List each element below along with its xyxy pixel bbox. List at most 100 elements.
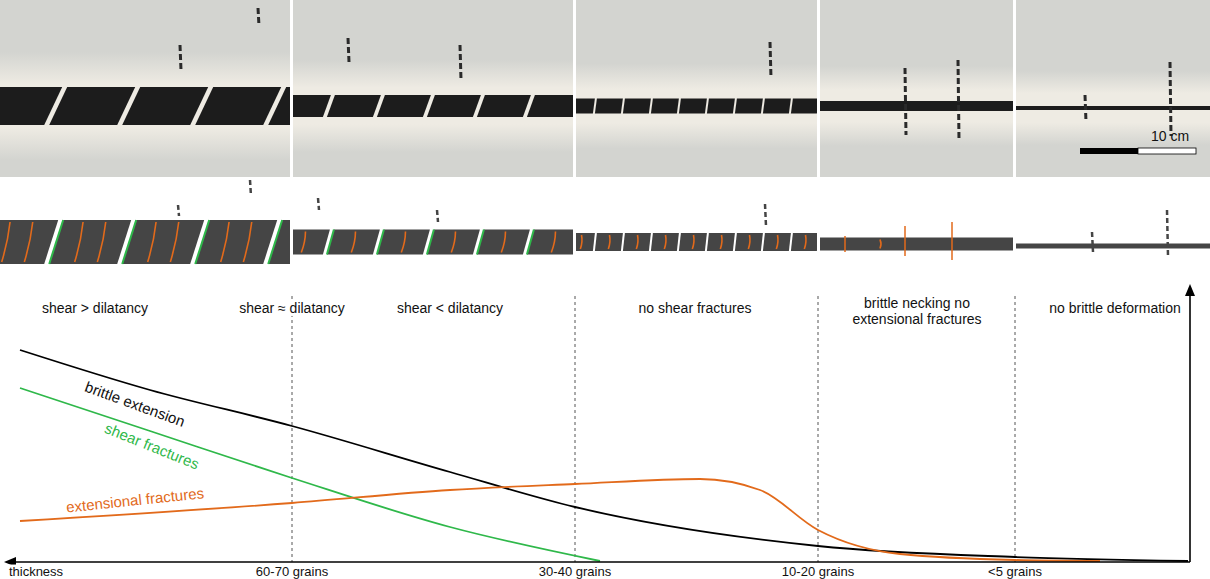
boudin-block [763, 233, 791, 251]
boudin-block [576, 99, 595, 114]
boudin-block [49, 87, 135, 125]
boudin-block [122, 220, 204, 264]
extensional-fracture [243, 222, 251, 262]
boudin-block [527, 95, 573, 117]
boudin-block [195, 220, 277, 264]
boudin-block [623, 233, 651, 251]
shear-fracture [195, 220, 209, 264]
boudin-block [651, 233, 679, 251]
extensional-fracture [221, 222, 229, 262]
vein [258, 8, 259, 26]
boudin-block [735, 233, 763, 251]
regime-label: shear > dilatancy [39, 300, 151, 316]
boudin-block [791, 99, 817, 114]
rock-ground [293, 0, 573, 177]
boudin-block [293, 95, 331, 117]
extensional-fracture-curve [20, 479, 1100, 561]
boudin-block [595, 233, 623, 251]
x-axis [12, 561, 1190, 563]
boudin-block [707, 233, 735, 251]
boudin-block [820, 238, 1013, 251]
vein [765, 204, 766, 226]
vein [1092, 232, 1093, 252]
rock-ground [576, 0, 817, 177]
tick-label: 10-20 grains [779, 565, 857, 579]
boudin-block [679, 233, 707, 251]
rock-ground [1016, 0, 1210, 177]
extensional-fracture [664, 235, 666, 249]
extensional-fracture [804, 235, 806, 249]
tick-label: <5 grains [985, 565, 1045, 579]
photo-panel [576, 0, 817, 177]
scale-bar [1138, 148, 1196, 154]
vein [460, 45, 461, 80]
regime-divider [292, 296, 293, 562]
extensional-fracture [24, 222, 32, 262]
extensional-fracture [170, 222, 178, 262]
extensional-fracture [148, 222, 156, 262]
extensional-fracture [880, 240, 881, 249]
vein [770, 42, 771, 78]
vein [905, 68, 906, 135]
boudin-block [122, 87, 208, 125]
shear-fracture [49, 220, 63, 264]
traced-panel [576, 233, 817, 251]
extensional-fracture [608, 235, 610, 249]
shear-fracture [477, 230, 484, 255]
boudin-block [527, 230, 573, 255]
regime-label: shear < dilatancy [394, 300, 506, 316]
extensional-fracture [501, 232, 505, 253]
traced-panel [1016, 244, 1210, 249]
vein [178, 205, 179, 216]
extensional-fracture [636, 235, 638, 249]
extensional-fracture [75, 222, 83, 262]
boudin-block [327, 95, 381, 117]
tick-label: 30-40 grains [536, 565, 614, 579]
boudin-block [763, 99, 791, 114]
boudin-block [735, 99, 763, 114]
scale-label: 10 cm [1148, 128, 1192, 144]
curve-label: shear fractures [100, 418, 205, 474]
vein [180, 45, 181, 70]
vein [250, 180, 251, 196]
regime-label: shear ≈ dilatancy [236, 300, 348, 316]
extensional-fracture [776, 235, 778, 249]
shear-fracture [122, 220, 136, 264]
boudin-block [377, 230, 430, 255]
boudin-block [820, 101, 1013, 111]
boudin-block [268, 87, 290, 125]
photo-panel [1016, 0, 1210, 177]
axis-label: thickness [6, 565, 66, 579]
extensional-fracture [401, 232, 405, 253]
regime-divider [1015, 296, 1016, 562]
boudin-block [477, 95, 531, 117]
extensional-fracture [844, 236, 846, 252]
extensional-fracture [2, 222, 10, 262]
regime-divider [575, 296, 576, 562]
boudin-block [427, 95, 481, 117]
boudin-block [49, 220, 131, 264]
photo-panel [0, 0, 290, 177]
extensional-fracture [351, 232, 355, 253]
boudin-block [791, 233, 817, 251]
traced-panel [0, 220, 290, 264]
boudin-block [268, 220, 290, 264]
boudin-block [377, 95, 431, 117]
extensional-fracture [301, 232, 305, 253]
photo-panel [820, 0, 1013, 177]
scale-bar [1080, 148, 1138, 154]
vein [318, 198, 319, 210]
vein [1167, 210, 1168, 256]
extensional-fracture [580, 235, 582, 249]
boudin-block [679, 99, 707, 114]
shear-fracture [527, 230, 534, 255]
y-axis [1189, 292, 1191, 562]
traced-panel [820, 238, 1013, 251]
rock-ground [820, 0, 1013, 177]
extensional-fracture [551, 232, 555, 253]
curve-label: extensional fractures [62, 484, 207, 516]
boudin-block [293, 230, 330, 255]
boudin-block [576, 233, 595, 251]
boudin-block [195, 87, 281, 125]
